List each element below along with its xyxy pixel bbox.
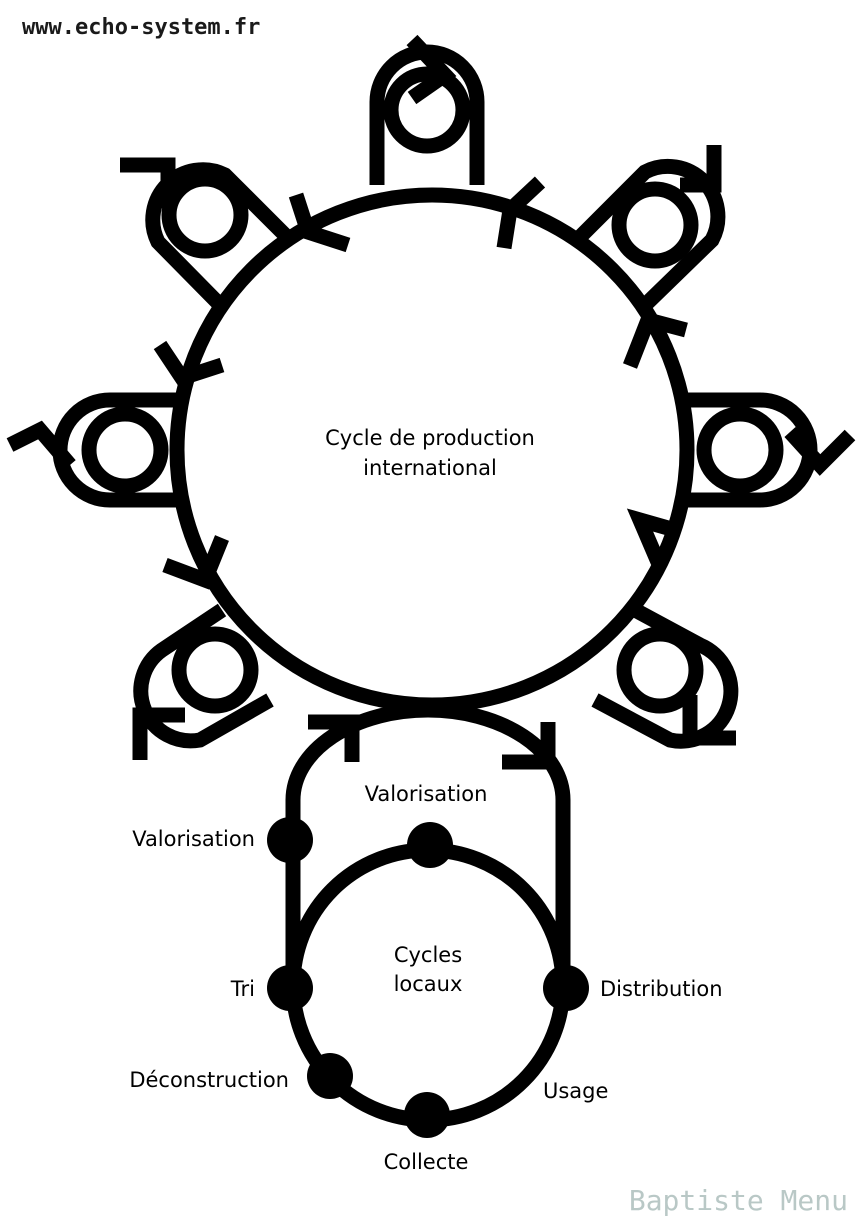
lobe-icon — [569, 145, 726, 316]
node-dot-icon — [543, 965, 589, 1011]
lobe-icon — [132, 603, 274, 760]
stage-collecte: Collecte — [384, 1150, 469, 1174]
lobe-icon — [369, 34, 485, 185]
node-dot-icon — [407, 822, 453, 868]
main-cycle-circle — [169, 187, 695, 713]
arrowhead-icon — [162, 535, 229, 590]
lobe-icon — [680, 392, 856, 508]
local-cycle-title-line2: locaux — [394, 972, 463, 996]
main-cycle-title-line1: Cycle de production — [325, 426, 535, 450]
lobe-icon — [120, 157, 298, 316]
arrowhead-icon — [623, 311, 688, 369]
lobe-icon — [591, 603, 739, 749]
arrowhead-icon — [626, 508, 671, 565]
site-url: www.echo-system.fr — [22, 15, 260, 40]
stage-distribution: Distribution — [600, 977, 723, 1001]
node-dot-icon — [307, 1053, 353, 1099]
author-signature: Baptiste Menu — [629, 1184, 848, 1217]
stage-deconstruction: Déconstruction — [129, 1068, 289, 1092]
arrowhead-icon — [496, 176, 546, 250]
local-cycle-title-line1: Cycles — [394, 943, 462, 967]
lobe-icon — [6, 392, 185, 508]
node-dot-icon — [404, 1092, 450, 1138]
arrowhead-icon — [153, 340, 225, 387]
arrowhead-icon — [502, 722, 556, 770]
stage-usage: Usage — [543, 1079, 608, 1103]
stage-valorisation-outer: Valorisation — [132, 827, 255, 851]
main-cycle-title-line2: international — [363, 456, 497, 480]
stage-valorisation-inner: Valorisation — [365, 782, 488, 806]
arrowhead-icon — [308, 714, 360, 762]
node-dot-icon — [267, 965, 313, 1011]
arrowhead-icon — [288, 192, 351, 253]
stage-tri: Tri — [230, 977, 255, 1001]
node-dot-icon — [267, 817, 313, 863]
